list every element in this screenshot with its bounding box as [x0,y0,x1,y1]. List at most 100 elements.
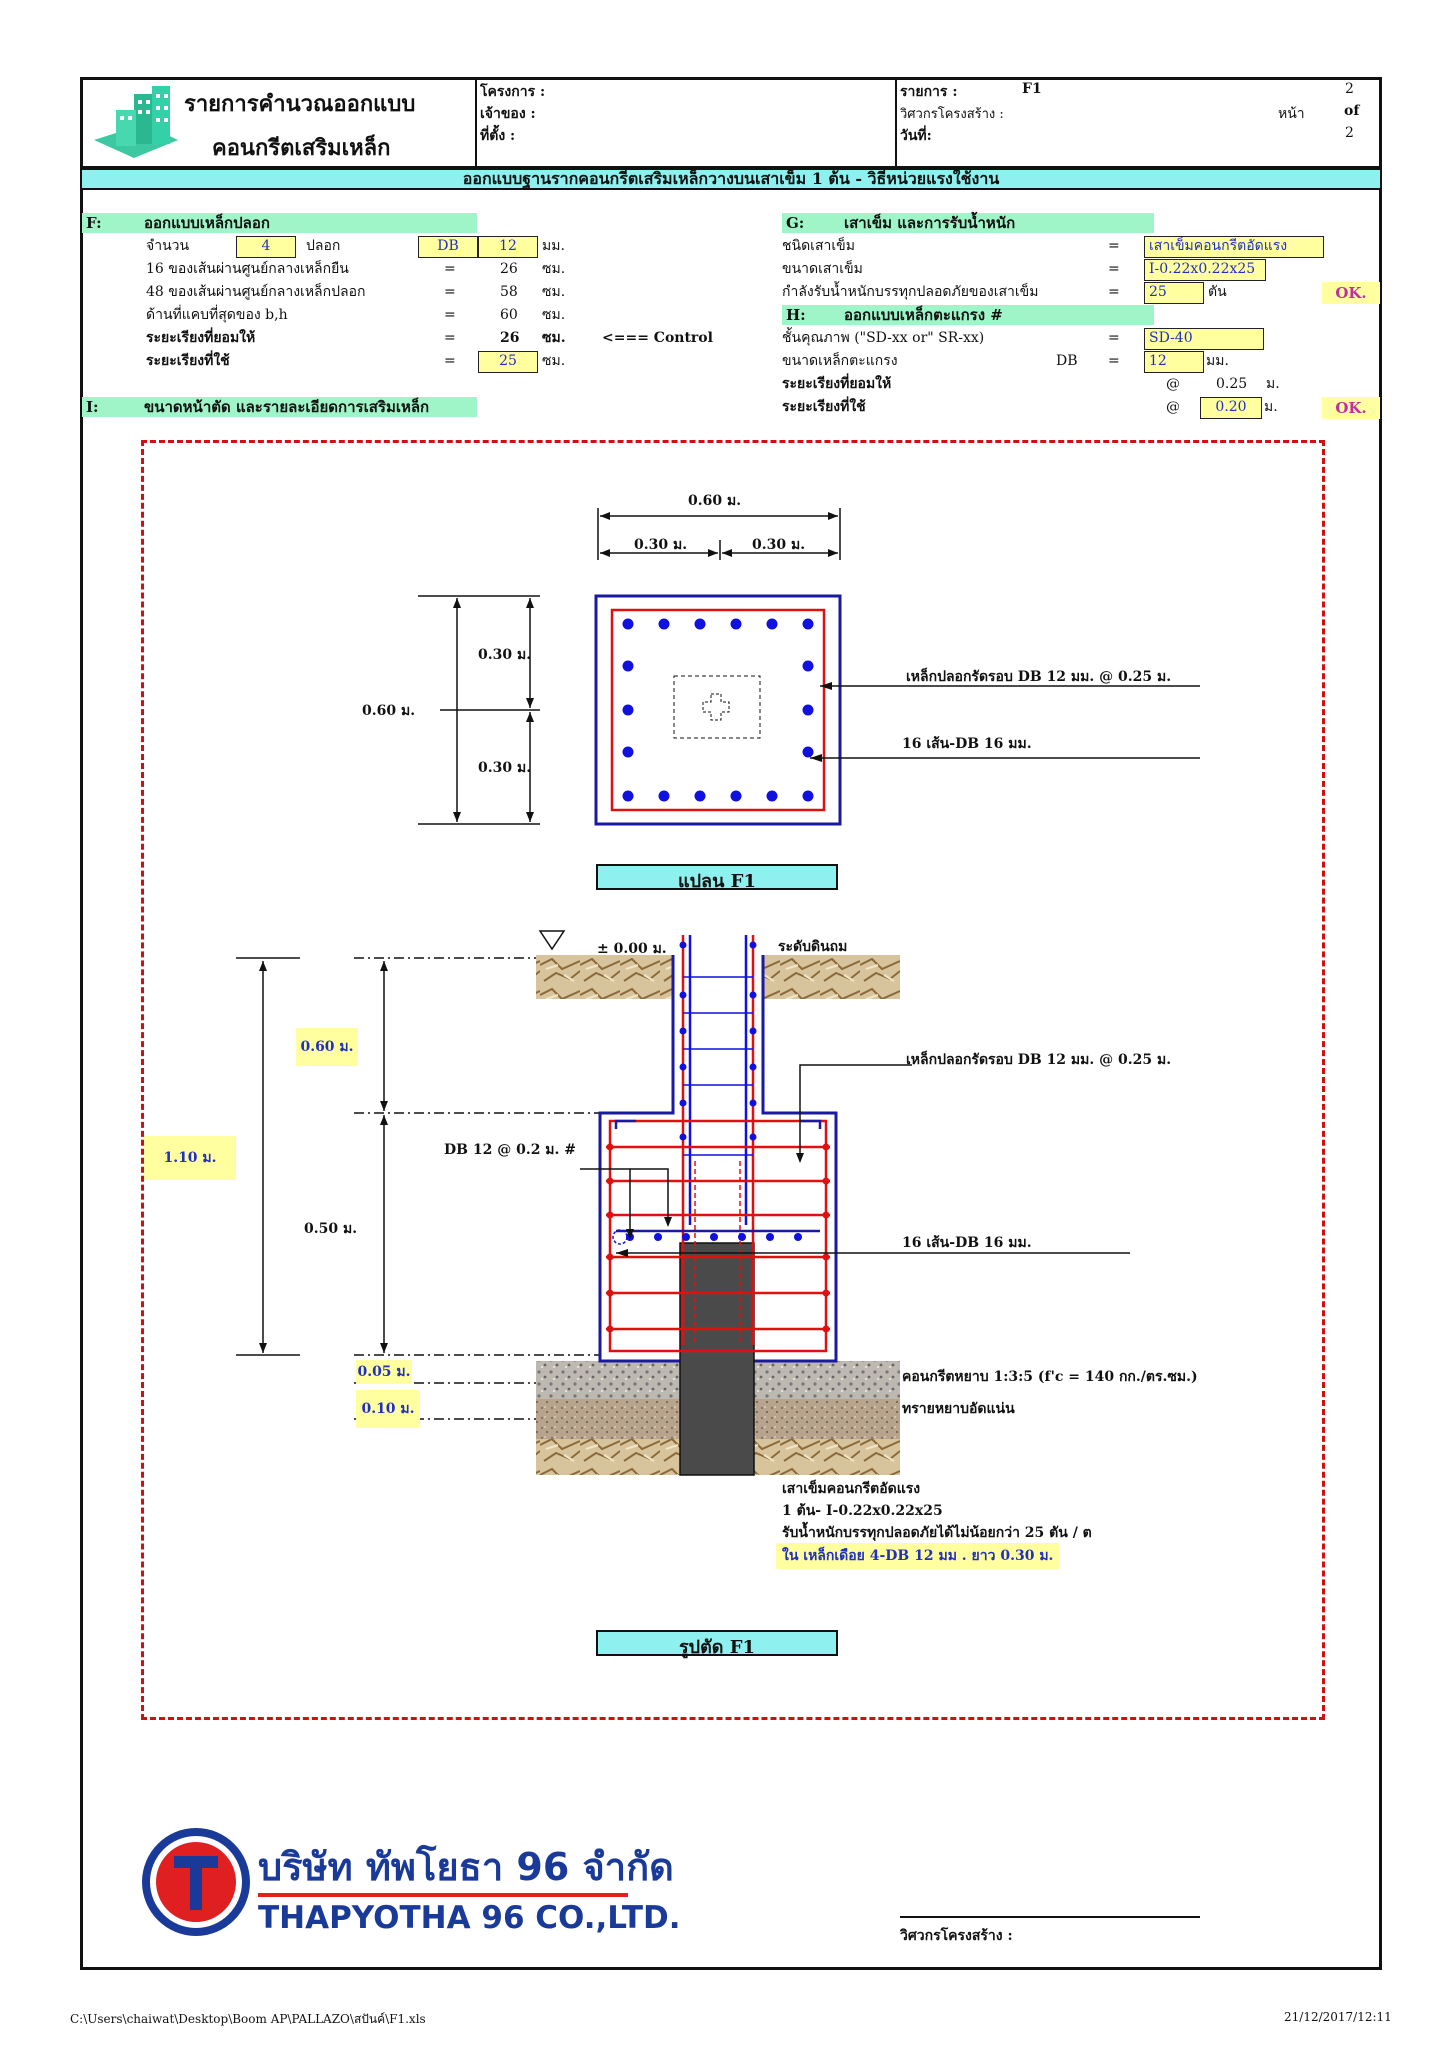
section-caption: รูปตัด F1 [596,1630,838,1658]
count-label: จำนวน [146,238,190,254]
r5-eq: = [444,353,456,369]
page-number: 2 [1345,81,1354,97]
plan-dim-v-total: 0.60 ม. [362,703,416,719]
r1-label: 16 ของเส้นผ่านศูนย์กลางเหล็กยืน [146,261,349,277]
item-value: F1 [1022,81,1042,97]
r2-eq: = [444,284,456,300]
section-i-code: I: [86,398,99,416]
allow-at: @ [1166,376,1180,392]
allow-value: 0.25 [1216,376,1248,392]
plan-main-bar-callout: 16 เส้น-DB 16 มม. [902,736,1032,752]
r4-label: ระยะเรียงที่ยอมให้ [146,330,256,346]
grid-bar-input[interactable]: 12 [1144,351,1204,373]
project-label: โครงการ : [480,84,546,100]
control-note: <=== Control [602,330,713,346]
page-word: หน้า [1278,106,1305,122]
company-underline [258,1893,628,1897]
plan-dim-left: 0.30 ม. [634,537,688,553]
r2-value: 58 [500,284,518,300]
r3-unit: ซม. [542,307,566,323]
capacity-input[interactable]: 25 [1144,282,1204,304]
building-logo-icon [94,86,178,158]
db-unit: มม. [542,238,565,254]
signature-line [900,1916,1200,1918]
plan-drawing [418,508,1200,826]
lean-concrete-label: คอนกรีตหยาบ 1:3:5 (f'c = 140 กก./ตร.ซม.) [902,1369,1198,1385]
dim-050-label: 0.50 ม. [304,1221,358,1237]
spacing-used-input[interactable]: 25 [478,351,538,373]
dim-110-label: 1.10 ม. [144,1136,236,1180]
sand-label: ทรายหยาบอัดแน่น [902,1401,1015,1417]
r3-eq: = [444,307,456,323]
allow-unit: ม. [1266,376,1280,392]
section-f-title: ออกแบบเหล็กปลอก [144,214,270,232]
steel-grade-input[interactable]: SD-40 [1144,328,1264,350]
company-name-th: บริษัท ทัพโยธา 96 จำกัด [258,1845,674,1889]
ground-level-label: ระดับดินถม [778,939,848,955]
section-drawing [236,930,1130,1476]
pile-note-2: 1 ต้น- I-0.22x0.22x25 [782,1503,943,1519]
pile-size-eq: = [1108,261,1120,277]
dim-005-label: 0.05 ม. [356,1360,412,1384]
of-word: of [1344,103,1360,119]
level-label: ± 0.00 ม. [597,941,667,957]
r1-value: 26 [500,261,518,277]
pile-size-label: ขนาดเสาเข็ม [782,261,863,277]
pile-type-input[interactable]: เสาเข็มคอนกรีตอัดแรง [1144,236,1324,258]
pile-note-3: รับน้ำหนักบรรทุกปลอดภัยได้ไม่น้อยกว่า 25… [782,1525,1092,1541]
grid-spacing-input[interactable]: 0.20 [1200,397,1262,419]
header-block [80,77,1382,169]
stirrup-db-label: DB [418,236,478,258]
footer-timestamp: 21/12/2017/12:11 [1284,2010,1392,2024]
company-name-en: THAPYOTHA 96 CO.,LTD. [258,1900,681,1936]
doc-title-line2: คอนกรีตเสริมเหล็ก [212,136,391,161]
section-g-header: G: เสาเข็ม และการรับน้ำหนัก [782,213,1154,233]
section-h-code: H: [786,306,806,324]
r3-value: 60 [500,307,518,323]
pile-note-4: ใน เหล็กเดือย 4-DB 12 มม . ยาว 0.30 ม. [776,1543,1060,1569]
owner-label: เจ้าของ : [480,106,536,122]
plan-stirrup-callout: เหล็กปลอกรัดรอบ DB 12 มม. @ 0.25 ม. [906,669,1172,685]
r3-label: ด้านที่แคบที่สุดของ b,h [146,307,288,323]
header-divider-2 [895,77,897,169]
grid-bar-callout: DB 12 @ 0.2 ม. # [444,1142,577,1158]
r5-unit: ซม. [542,353,566,369]
pile-note-1: เสาเข็มคอนกรีตอัดแรง [782,1481,921,1497]
section-main-bar-callout: 16 เส้น-DB 16 มม. [902,1235,1032,1251]
r5-label: ระยะเรียงที่ใช้ [146,353,230,369]
grade-eq: = [1108,330,1120,346]
plan-dim-total: 0.60 ม. [688,493,742,509]
bar-unit: มม. [1206,353,1229,369]
company-logo-icon [142,1828,250,1936]
capacity-unit: ตัน [1208,284,1227,300]
section-h-header: H: ออกแบบเหล็กตะแกรง # [782,305,1154,325]
r4-value: 26 [500,330,520,346]
item-label: รายการ : [900,84,958,100]
allow-label: ระยะเรียงที่ยอมให้ [782,376,892,392]
drawing-frame [141,440,1325,1720]
footer-file-path: C:\Users\chaiwat\Desktop\Boom AP\PALLAZO… [70,2012,426,2026]
plan-caption: แปลน F1 [596,864,838,892]
pile-type-label: ชนิดเสาเข็ม [782,238,855,254]
engineer-label: วิศวกรโครงสร้าง : [900,107,1004,122]
r2-unit: ซม. [542,284,566,300]
section-stirrup-callout: เหล็กปลอกรัดรอบ DB 12 มม. @ 0.25 ม. [906,1052,1172,1068]
r1-eq: = [444,261,456,277]
plan-dim-right: 0.30 ม. [752,537,806,553]
bar-db: DB [1056,353,1078,369]
bar-label: ขนาดเหล็กตะแกรง [782,353,898,369]
capacity-eq: = [1108,284,1120,300]
stirrup-count-input[interactable]: 4 [236,236,296,258]
capacity-label: กำลังรับน้ำหนักบรรทุกปลอดภัยของเสาเข็ม [782,284,1039,300]
section-f-header: F: ออกแบบเหล็กปลอก [82,213,477,233]
grade-label: ชั้นคุณภาพ ("SD-xx or" SR-xx) [782,330,985,346]
stirrup-db-input[interactable]: 12 [478,236,538,258]
signature-label: วิศวกรโครงสร้าง : [900,1928,1013,1944]
date-label: วันที่: [900,128,932,144]
plan-dim-v-bottom: 0.30 ม. [478,760,532,776]
pile-type-eq: = [1108,238,1120,254]
pile-size-input[interactable]: I-0.22x0.22x25 [1144,259,1266,281]
section-h-title: ออกแบบเหล็กตะแกรง # [844,306,1003,324]
dim-060-label: 0.60 ม. [296,1028,358,1066]
title-band: ออกแบบฐานรากคอนกรีตเสริมเหล็กวางบนเสาเข็… [80,168,1382,190]
